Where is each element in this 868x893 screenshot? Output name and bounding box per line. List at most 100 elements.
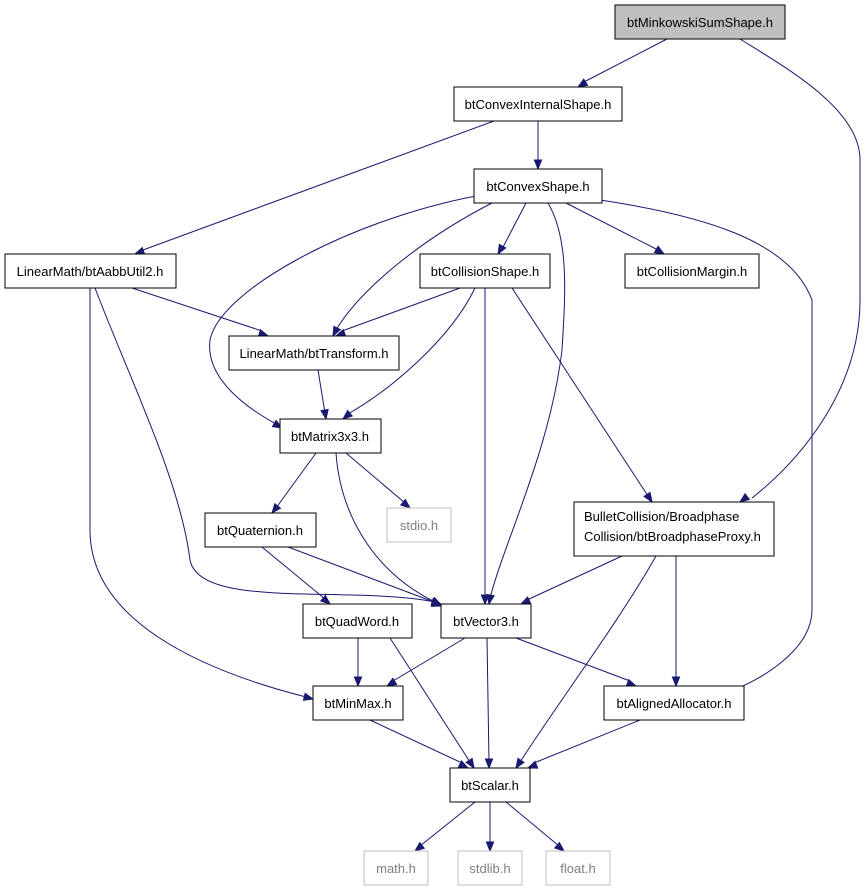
edge-col-mat [341,287,476,420]
edge-line [501,202,527,250]
edge-line [209,195,477,426]
edge-cs-col [497,202,527,256]
nodes: btMinkowskiSumShape.h btConvexInternalSh… [4,4,786,886]
node-label: btConvexInternalShape.h [465,97,612,112]
edge-line [389,637,471,763]
edge-line [335,452,436,603]
edge-qw-scalar [389,637,475,770]
node-btconvexshape[interactable]: btConvexShape.h [473,168,603,204]
edge-arrowhead [480,594,490,606]
edge-aabb-minmax [89,288,315,701]
edge-scalar-math [413,801,476,852]
node-label: btVector3.h [453,614,519,629]
edge-line [739,38,861,499]
edge-mat-stdio [345,452,412,509]
node-label: LinearMath/btTransform.h [239,346,388,361]
node-float[interactable]: float.h [545,850,611,886]
node-bttransform[interactable]: LinearMath/btTransform.h [228,335,400,371]
node-btalignedallocator[interactable]: btAlignedAllocator.h [603,685,745,721]
edge-cs-margin [565,202,666,255]
edge-arrowhead [271,502,282,515]
edge-vec-minmax [385,637,466,687]
edge-mat-quat [271,452,317,515]
node-btminmax[interactable]: btMinMax.h [312,685,404,721]
edge-scalar-stdlib [485,802,495,853]
edge-line [515,637,631,682]
edge-arrowhead [643,491,653,504]
edge-arrowhead [576,78,589,88]
edge-line [392,637,466,682]
node-btconvexinternalshape[interactable]: btConvexInternalShape.h [453,86,623,122]
node-btvector3[interactable]: btVector3.h [440,603,532,639]
edge-scalar-float [505,801,566,852]
node-label: LinearMath/btAabbUtil2.h [17,264,164,279]
edge-line [519,555,657,763]
edge-col-bp [511,287,653,504]
edge-arrowhead [497,243,507,256]
edge-arrowhead [515,757,525,770]
edge-arrowhead [484,758,494,770]
node-label: btQuadWord.h [315,614,399,629]
node-btquaternion[interactable]: btQuaternion.h [204,512,317,548]
node-label: btScalar.h [461,778,519,793]
node-label: float.h [560,861,595,876]
edge-arrowhead [353,676,363,688]
edge-vec-scalar [484,637,494,770]
edge-arrowhead [385,677,398,687]
node-stdlib[interactable]: stdlib.h [457,850,523,886]
edge-col-vec [480,288,490,606]
edge-aabb-trans [131,287,270,338]
edge-bp-vec [519,555,623,605]
edge-arrowhead [519,596,532,605]
edge-line [565,202,659,251]
edge-line [526,555,623,601]
edge-line [581,38,668,84]
edge-line [317,369,326,414]
edge-line [341,287,461,332]
edge-arrowhead [553,841,566,852]
node-btscalar[interactable]: btScalar.h [449,767,531,803]
node-label: btMinMax.h [324,696,391,711]
edge-arrowhead [332,325,342,338]
edge-arrowhead [320,408,329,421]
node-btcollisionmargin[interactable]: btCollisionMargin.h [624,253,760,289]
node-btcollisionshape[interactable]: btCollisionShape.h [419,253,551,289]
edge-cis-cs [533,121,543,171]
node-label-line-1: BulletCollision/Broadphase [584,509,739,524]
edge-arrowhead [486,593,495,606]
node-btminkowskisumshape[interactable]: btMinkowskiSumShape.h [614,4,786,40]
node-label: btMatrix3x3.h [291,429,369,444]
edge-line [275,452,317,509]
edge-line [511,287,649,497]
edge-arrowhead [485,841,495,853]
node-btquadword[interactable]: btQuadWord.h [302,603,413,639]
edge-line [131,287,263,332]
edge-line [142,120,495,251]
edge-line [347,287,476,415]
edge-line [287,546,435,603]
node-btaabbutil2[interactable]: LinearMath/btAabbUtil2.h [4,253,177,289]
edge-arrowhead [671,676,681,688]
edge-col-trans [334,287,461,337]
edge-line [533,719,641,764]
edge-line [486,637,490,763]
node-label-line-2: Collision/btBroadphaseProxy.h [584,529,761,544]
node-btmatrix3x3[interactable]: btMatrix3x3.h [279,418,382,454]
edges [89,38,861,853]
node-math[interactable]: math.h [363,850,429,886]
edge-cs-mat [209,195,477,429]
node-label: btConvexShape.h [486,179,589,194]
node-stdio[interactable]: stdio.h [386,507,452,543]
edge-arrowhead [653,245,666,255]
node-btbroadphaseproxy[interactable]: BulletCollision/Broadphase Collision/btB… [573,501,775,557]
edge-line [335,202,493,331]
edge-line [419,801,476,847]
edge-line [505,801,560,847]
edge-qw-minmax [353,638,363,688]
node-label: btCollisionShape.h [431,264,539,279]
edge-bp-scalar [515,555,657,770]
node-label: btMinkowskiSumShape.h [627,15,773,30]
edge-arrowhead [399,498,412,509]
edge-arrowhead [319,594,332,605]
